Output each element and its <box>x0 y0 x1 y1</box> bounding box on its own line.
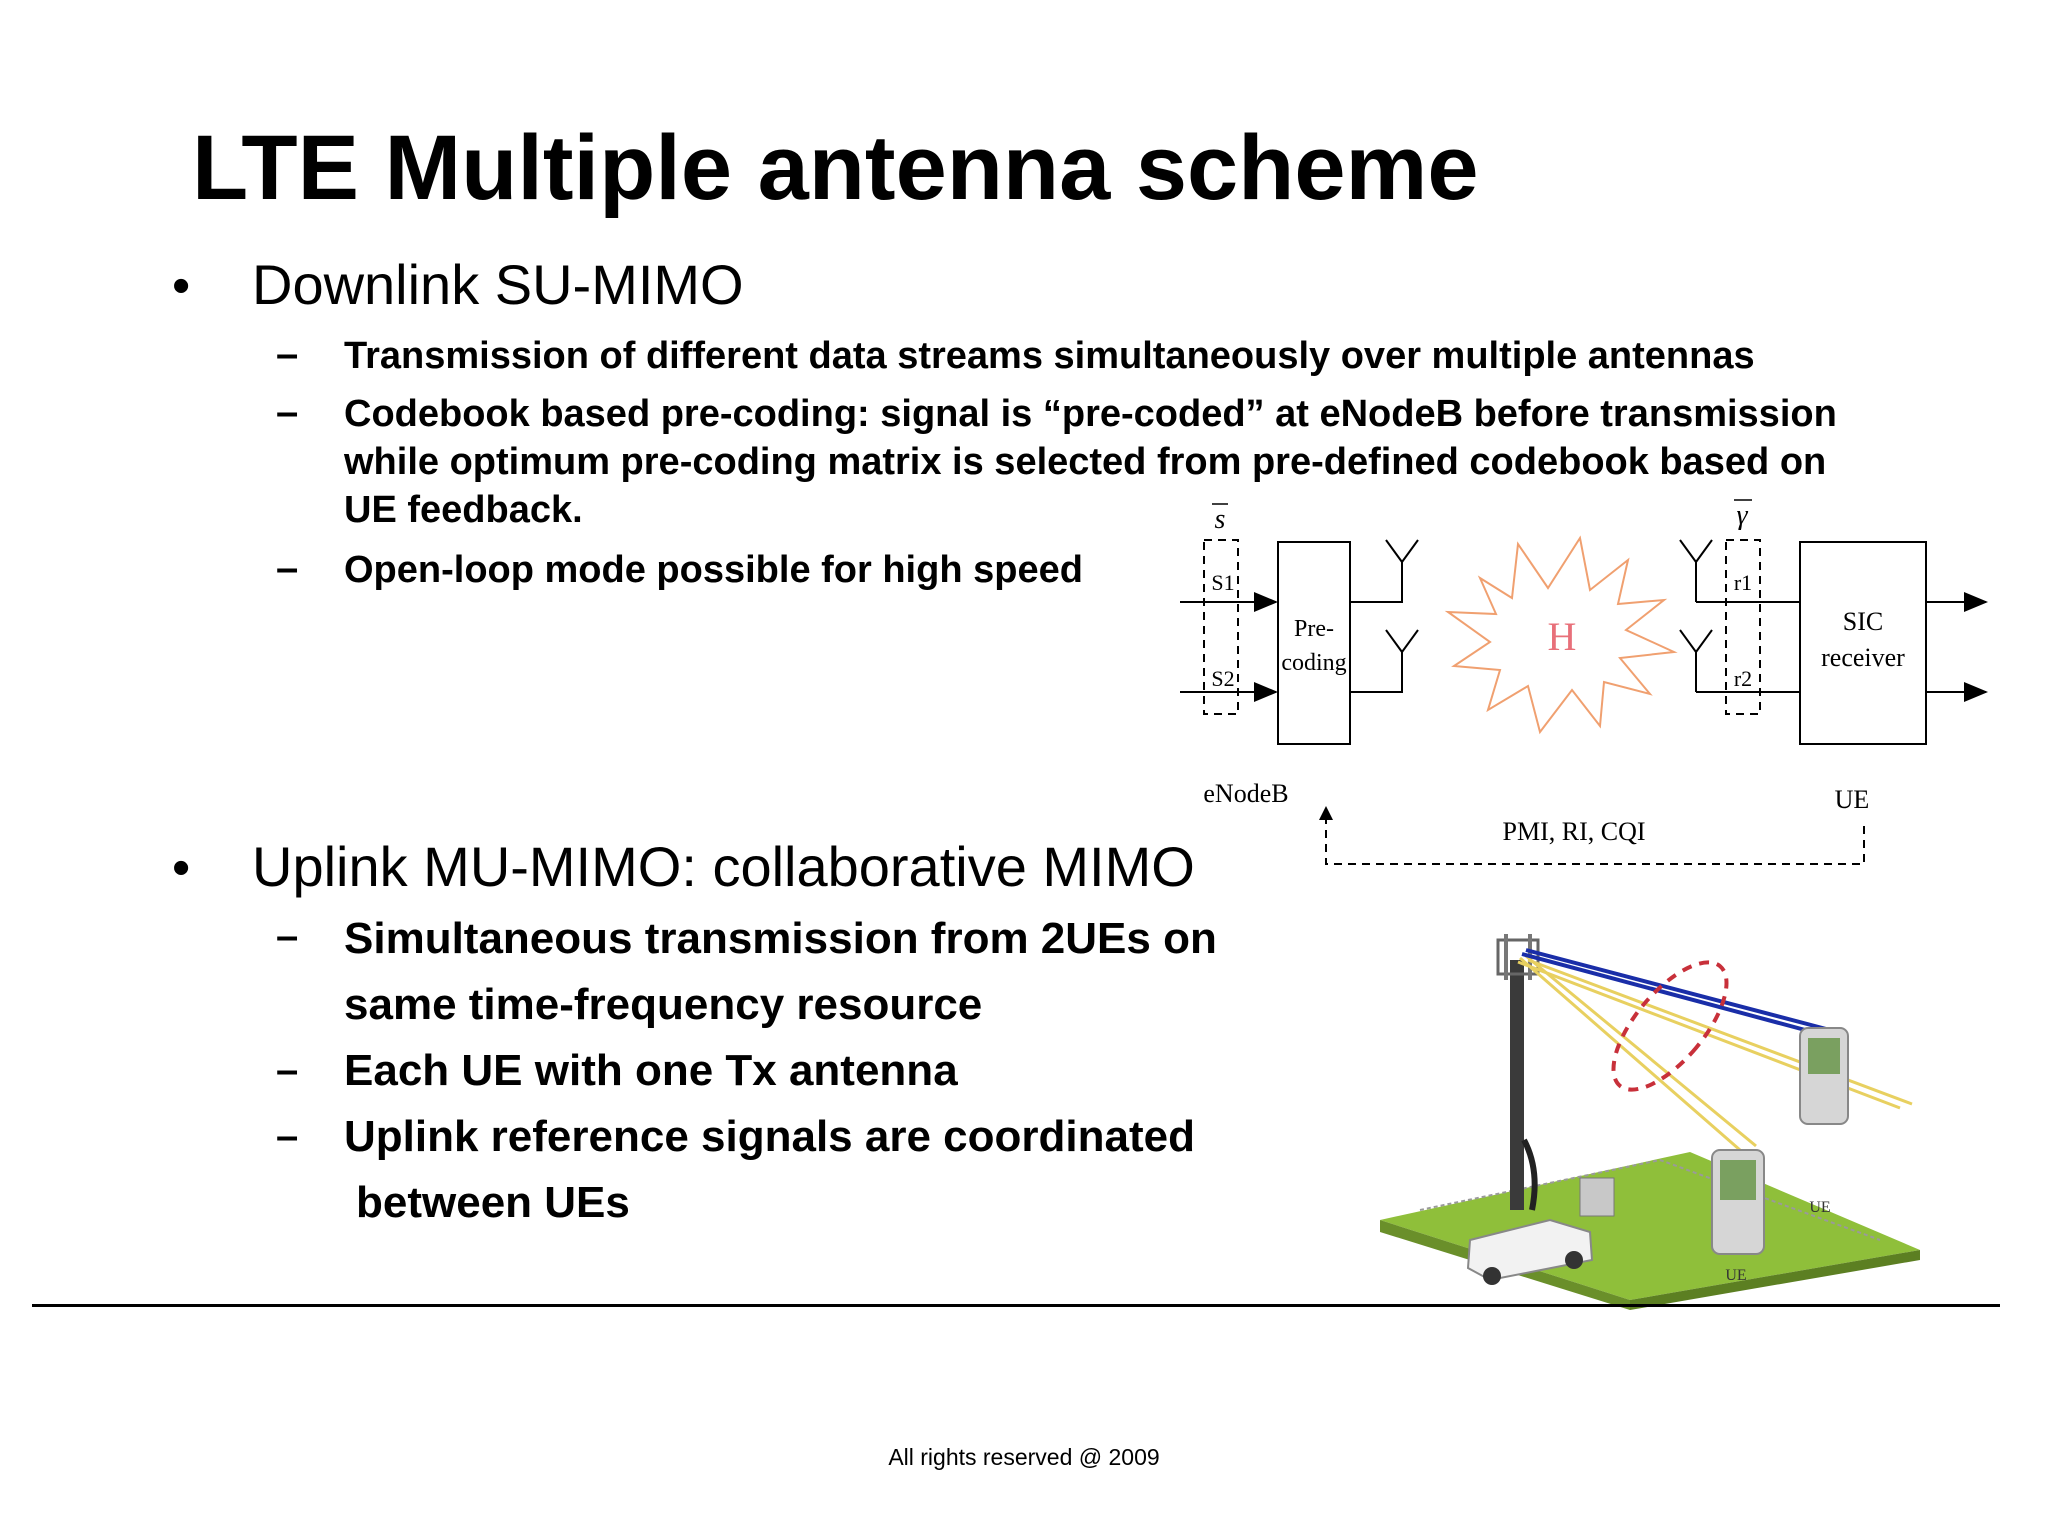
tx-antenna-1-icon <box>1350 539 1419 603</box>
feedback-arrow-head <box>1319 806 1333 820</box>
uplink-item-2: Each UE with one Tx antenna <box>344 1046 958 1095</box>
downlink-item-2-line2: while optimum pre-coding matrix is selec… <box>344 441 1827 483</box>
dash-marker: – <box>276 914 299 958</box>
tx-antenna-2-icon <box>1350 629 1419 693</box>
dash-marker: – <box>276 390 299 434</box>
beam-line <box>1525 954 1757 1148</box>
sic-label-2: receiver <box>1821 643 1905 672</box>
precoding-box <box>1277 541 1351 745</box>
downlink-item-2-line1: Codebook based pre-coding: signal is “pr… <box>344 393 1837 435</box>
r-vector-label: γ <box>1736 500 1748 531</box>
rx-antenna-2-icon <box>1679 629 1780 693</box>
dash-marker: – <box>276 1114 299 1158</box>
s-dashed-box <box>1203 539 1239 715</box>
rx-antenna-1-icon <box>1679 539 1780 603</box>
tower-cable <box>1521 1138 1538 1211</box>
phone-screen <box>1720 1160 1756 1200</box>
uplink-item-1-line1: Simultaneous transmission from 2UEs on <box>344 914 1217 963</box>
footer-rule <box>32 1304 2000 1307</box>
downlink-heading: Downlink SU-MIMO <box>252 253 744 316</box>
van-wheel <box>1565 1251 1583 1269</box>
dash-marker: – <box>276 546 299 590</box>
channel-burst-icon <box>1444 535 1678 735</box>
uplink-link <box>1521 952 1821 1036</box>
beam-ellipse <box>1611 960 1729 1092</box>
phone-screen <box>1808 1038 1840 1074</box>
van-icon <box>1466 1218 1594 1282</box>
beam-group <box>1517 954 1913 1152</box>
bullet-dot: • <box>172 257 191 315</box>
fence <box>1419 1158 1881 1241</box>
bullet-dot: • <box>172 839 191 897</box>
precoding-label-1: Pre- <box>1294 616 1334 642</box>
uplink-item-3-line1: Uplink reference signals are coordinated <box>344 1112 1195 1161</box>
dash-marker: – <box>276 1048 299 1092</box>
sic-receiver-box <box>1799 541 1927 745</box>
downlink-item-3: Open-loop mode possible for high speed <box>344 549 1083 591</box>
ue-label-2: UE <box>1725 1267 1746 1284</box>
uplink-heading: Uplink MU-MIMO: collaborative MIMO <box>252 835 1195 898</box>
r-dashed-box <box>1725 539 1761 715</box>
ground-edge <box>1630 1250 1920 1310</box>
channel-label: H <box>1548 614 1577 659</box>
s1-label: S1 <box>1211 570 1234 595</box>
dash-marker: – <box>276 332 299 376</box>
s-vector-label: s <box>1215 504 1226 535</box>
enodeb-label: eNodeB <box>1203 779 1288 808</box>
precoding-label-2: coding <box>1281 650 1346 676</box>
footer-text: All rights reserved @ 2009 <box>888 1444 1160 1470</box>
downlink-item-1: Transmission of different data streams s… <box>344 335 1755 377</box>
ue-label: UE <box>1835 785 1870 814</box>
uplink-item-3-line2: between UEs <box>356 1178 630 1227</box>
slide-title: LTE Multiple antenna scheme <box>192 117 1479 219</box>
feedback-loop <box>1325 812 1865 865</box>
feedback-label: PMI, RI, CQI <box>1502 817 1645 846</box>
ue-label-1: UE <box>1809 1199 1830 1216</box>
equipment-cabinet <box>1579 1177 1615 1217</box>
s2-label: S2 <box>1211 666 1234 691</box>
mu-mimo-illustration: UE UE <box>1380 934 1920 1310</box>
downlink-item-2-line3: UE feedback. <box>344 489 583 531</box>
tower-mast <box>1510 960 1524 1210</box>
sic-label-1: SIC <box>1843 607 1883 636</box>
van-wheel <box>1483 1267 1501 1285</box>
r2-label: r2 <box>1734 666 1752 691</box>
link-group <box>1521 948 1831 1036</box>
uplink-item-1-line2: same time-frequency resource <box>344 980 983 1029</box>
r1-label: r1 <box>1734 570 1752 595</box>
beam-line <box>1527 958 1913 1106</box>
beam-line <box>1519 956 1741 1152</box>
uplink-link <box>1525 948 1831 1032</box>
su-mimo-diagram: s S1 S2 Pre- coding H γ r1 r2 SIC receiv… <box>1180 499 1988 865</box>
